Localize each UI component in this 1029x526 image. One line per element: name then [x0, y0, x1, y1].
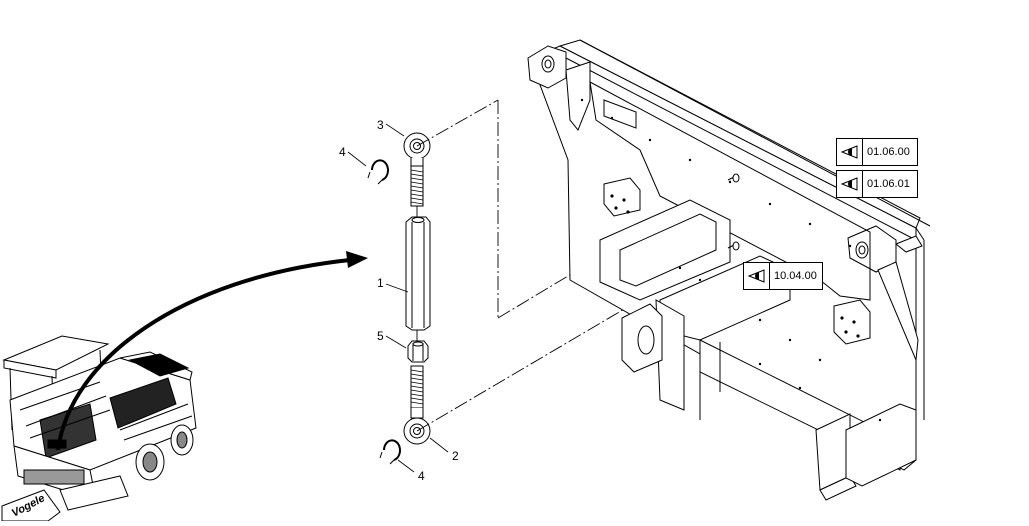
callout-1: 1: [377, 276, 384, 290]
reference-box-01-06-00[interactable]: 01.06.00: [836, 138, 918, 166]
reference-label: 01.06.01: [867, 178, 910, 190]
callout-4-bottom: 4: [418, 469, 425, 483]
rod-end-bottom: [403, 365, 431, 445]
callout-3: 3: [377, 118, 384, 132]
eye-icon: [744, 263, 770, 289]
circlip-top: [367, 159, 389, 185]
reference-box-01-06-01[interactable]: 01.06.01: [836, 170, 918, 198]
hex-nut: [407, 340, 429, 363]
callout-4-top: 4: [339, 145, 346, 159]
callouts: [347, 123, 449, 473]
reference-box-10-04-00[interactable]: 10.04.00: [743, 262, 823, 290]
rod-assembly: [367, 132, 431, 465]
paver-machine-illustration: [2, 335, 197, 511]
vogele-logo: Vogele: [1, 489, 61, 522]
hex-tube: [405, 216, 431, 331]
circlip-bottom: [379, 439, 401, 465]
callout-5: 5: [377, 329, 384, 343]
callout-2: 2: [452, 449, 459, 463]
frame-plate: [527, 39, 931, 501]
eye-icon: [837, 171, 863, 197]
reference-label: 10.04.00: [774, 270, 817, 282]
location-arrow: [56, 251, 368, 451]
eye-icon: [837, 139, 863, 165]
reference-label: 01.06.00: [867, 146, 910, 158]
rod-end-top: [403, 132, 431, 207]
